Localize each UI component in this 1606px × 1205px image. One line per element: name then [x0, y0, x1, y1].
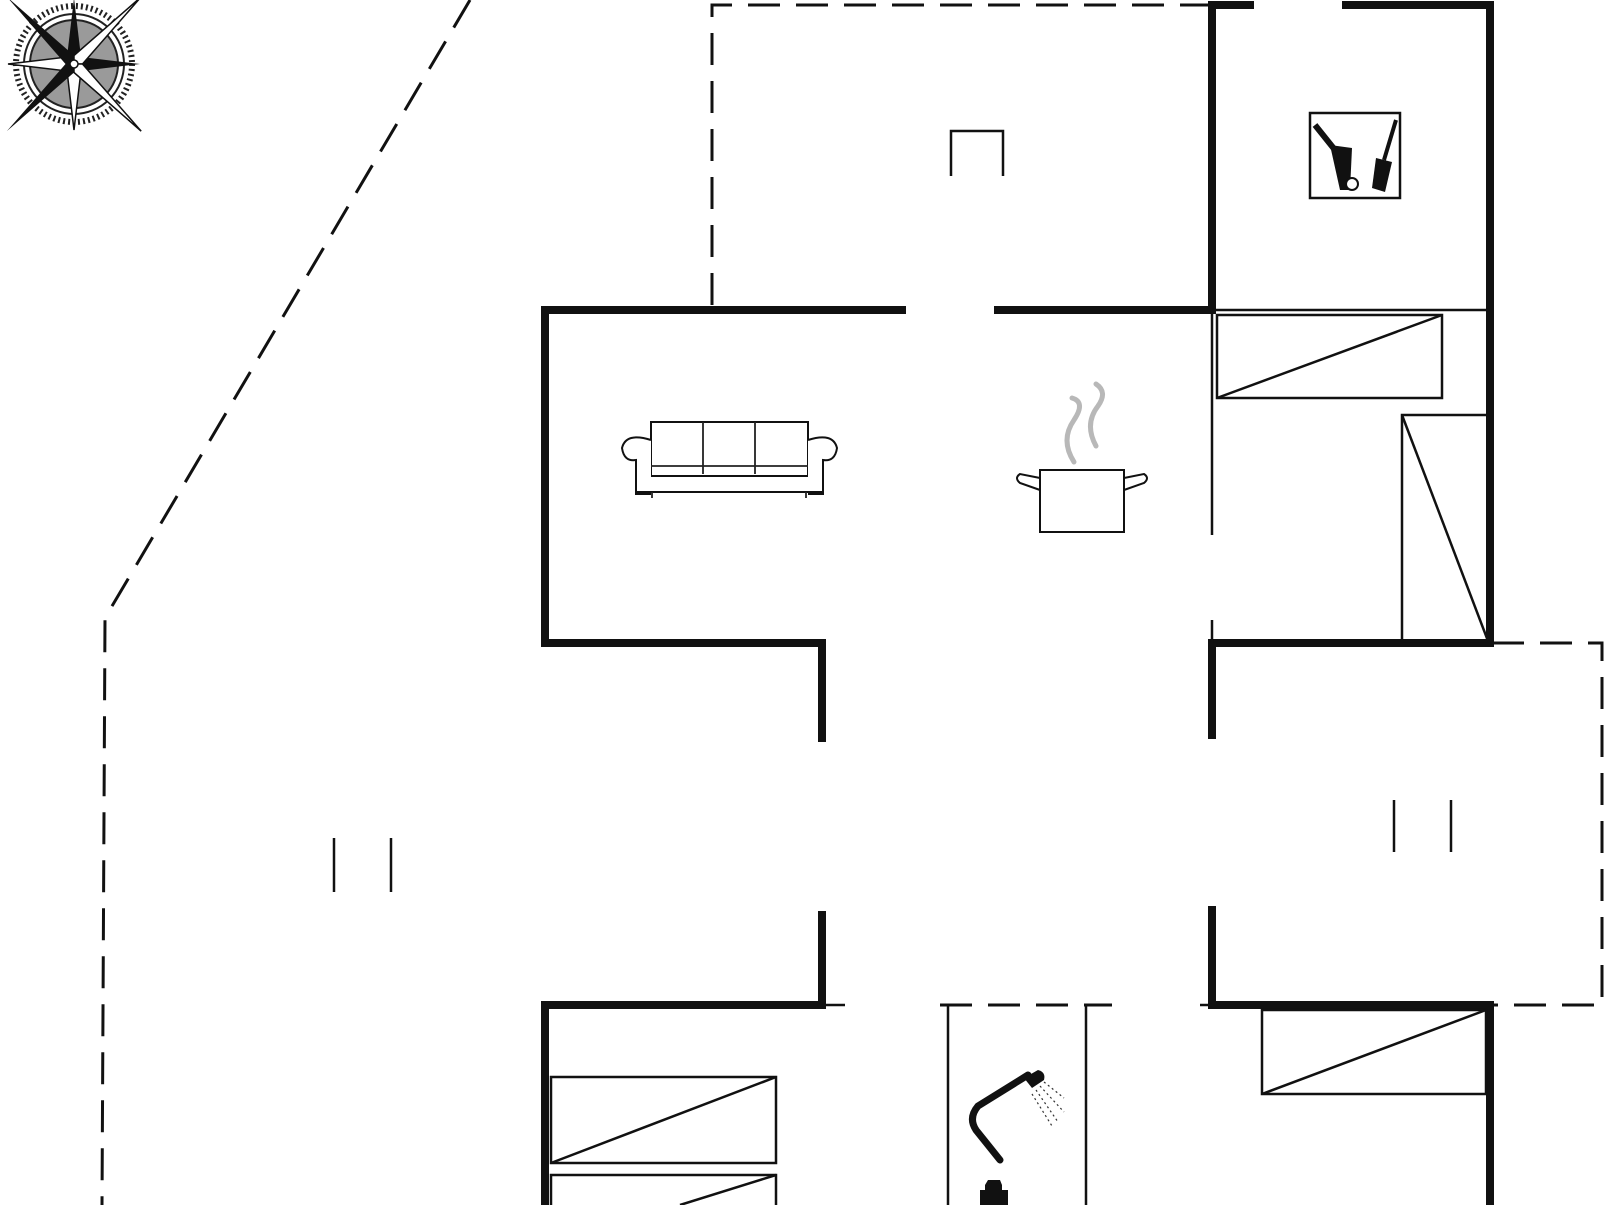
wheelbarrow-body [1330, 145, 1352, 190]
compass-needle [74, 57, 140, 71]
bed [1260, 1008, 1488, 1096]
bunk-bed [549, 1075, 778, 1165]
terrace-west-outline [100, 0, 472, 1205]
shower-spray [1031, 1093, 1053, 1127]
bunk-bed-diagonal [679, 1173, 777, 1205]
tools-icon [1308, 111, 1402, 200]
compass-needle [6, 64, 74, 132]
walls [541, 1, 1494, 1205]
shower-hose [969, 1071, 1032, 1164]
shovel-shaft [1382, 119, 1398, 161]
toilet-top [985, 1180, 1002, 1192]
door-markers [332, 129, 1453, 892]
sofa-arm-left [620, 436, 652, 495]
terrace-outlines [100, 0, 1604, 1205]
wardrobe-diagonal [1400, 414, 1490, 642]
shower-icon [969, 1070, 1065, 1205]
steam [1088, 381, 1105, 449]
terrace-north-outline [710, 3, 1212, 305]
partitions [549, 308, 1490, 1205]
pot-handle-left [1016, 472, 1041, 491]
shovel-blade [1372, 158, 1392, 192]
compass-rose-icon [6, 0, 142, 132]
terrace-east-outline [1212, 641, 1604, 1007]
bed-diagonal [1261, 1008, 1487, 1096]
bunk-bed [549, 1173, 778, 1205]
toilet-tank [980, 1190, 1008, 1205]
steam [1064, 395, 1082, 465]
sofa-back [650, 421, 809, 477]
sofa-arm-right [807, 436, 839, 495]
wardrobe [1400, 413, 1490, 643]
shower-head [1024, 1070, 1045, 1088]
shower-spray [1035, 1089, 1059, 1123]
sofa-icon [620, 421, 839, 498]
shower-spray [1043, 1081, 1065, 1099]
cooking-pot-icon [1016, 381, 1148, 533]
wardrobe-diagonal [1216, 313, 1443, 400]
shower-spray [1039, 1085, 1065, 1113]
compass-center [69, 59, 79, 69]
door-marker [949, 129, 1005, 176]
pot-body [1039, 469, 1125, 533]
pot-handle-right [1123, 472, 1148, 491]
bunk-bed-diagonal [550, 1075, 777, 1165]
wheelbarrow-wheel [1345, 177, 1359, 191]
wardrobe [1215, 313, 1444, 400]
compass-needle [67, 0, 81, 64]
compass-needle [6, 0, 74, 64]
